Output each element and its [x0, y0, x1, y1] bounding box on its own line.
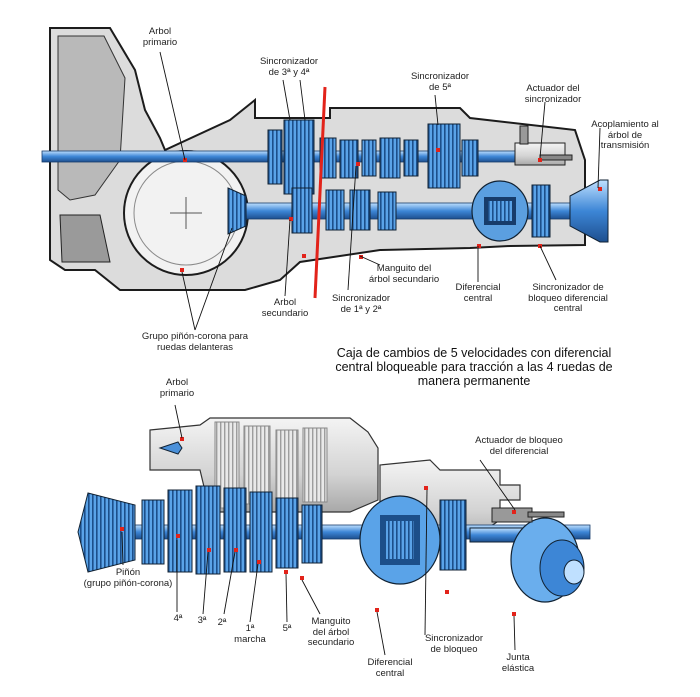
label-gear-4: 4ª: [173, 613, 183, 624]
top-cutaway: [41, 27, 609, 331]
label-gear-2: 2ª: [217, 617, 227, 628]
label-gear-3: 3ª: [197, 615, 207, 626]
top-output-flange: [569, 179, 609, 243]
label-pinon: Piñón(grupo piñón-corona): [83, 567, 173, 589]
bottom-cutaway: [77, 404, 591, 656]
label-gear-5: 5ª: [282, 623, 292, 634]
figure-caption: Caja de cambios de 5 velocidades con dif…: [335, 346, 613, 388]
bottom-pinion: [77, 492, 136, 573]
top-section-line: [313, 86, 327, 299]
